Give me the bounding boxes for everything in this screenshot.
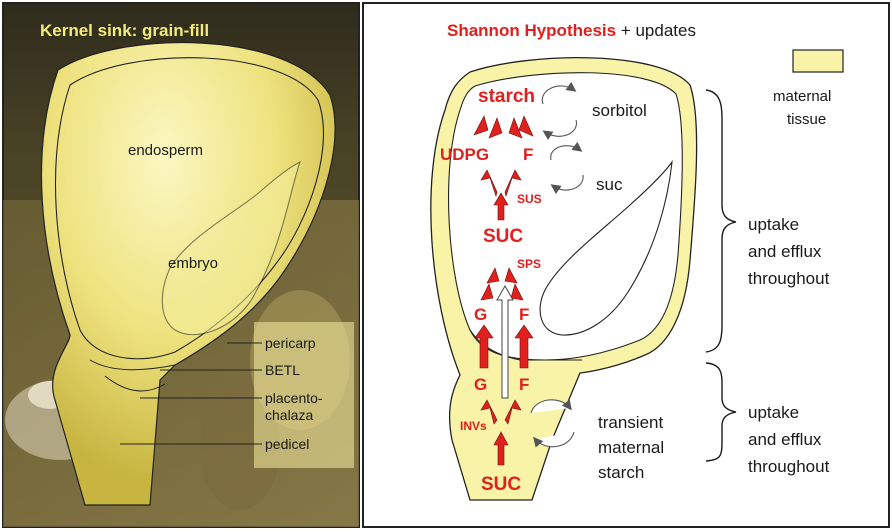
sucrose-transport-arrow bbox=[496, 284, 514, 399]
sorbitol-cycle bbox=[541, 81, 577, 141]
arrow-f-suc-1 bbox=[510, 283, 524, 301]
arrow-suc-udpg bbox=[480, 169, 498, 198]
lower-brace bbox=[705, 362, 737, 462]
f-low-label: F bbox=[519, 375, 529, 394]
arrow-f-starch-2 bbox=[518, 115, 534, 137]
uptake-bottom-line3: throughout bbox=[748, 457, 830, 476]
transient-label-line3: starch bbox=[598, 463, 644, 482]
sorbitol-label: sorbitol bbox=[592, 101, 647, 120]
legend-label-line1: maternal bbox=[773, 88, 831, 105]
left-panel-title: Kernel sink: grain-fill bbox=[40, 21, 209, 40]
transient-label-line2: maternal bbox=[598, 438, 664, 457]
arrow-suc-f-low bbox=[504, 399, 522, 425]
embryo-region bbox=[539, 159, 673, 336]
uptake-top-line3: throughout bbox=[748, 269, 830, 288]
arrow-f-starch-1 bbox=[508, 117, 523, 139]
right-panel-title: Shannon Hypothesis + updates bbox=[447, 21, 696, 40]
suc-cycle-label: suc bbox=[596, 175, 623, 194]
arrow-udpg-starch-1 bbox=[473, 115, 489, 136]
uptake-bottom-line1: uptake bbox=[748, 403, 799, 422]
arrow-g-suc-2 bbox=[486, 267, 500, 284]
f-top-label: F bbox=[523, 145, 533, 164]
transient-cycle bbox=[530, 399, 575, 448]
arrow-suc-g-low bbox=[480, 399, 498, 425]
pathway: starch UDPG F SUS SUC SPS G F G F INVs S… bbox=[440, 86, 542, 495]
g-low-label: G bbox=[474, 375, 487, 394]
sus-label: SUS bbox=[517, 192, 542, 206]
placento-label-line2: chalaza bbox=[265, 407, 313, 423]
left-panel: Kernel sink: grain-fill endosperm embryo… bbox=[2, 2, 360, 528]
g-mid-label: G bbox=[474, 305, 487, 324]
arrow-suc-bottom-up bbox=[493, 431, 509, 466]
suc-bottom-label: SUC bbox=[481, 474, 521, 495]
pathway-arrows bbox=[473, 115, 534, 466]
title-rest: + updates bbox=[616, 21, 696, 40]
label-box bbox=[254, 322, 354, 468]
pericarp-label: pericarp bbox=[265, 335, 316, 351]
right-panel: Shannon Hypothesis + updates maternal ti… bbox=[362, 2, 890, 528]
arrow-g-suc-1 bbox=[480, 283, 494, 301]
pedicel-label: pedicel bbox=[265, 436, 309, 452]
f-mid-label: F bbox=[519, 305, 529, 324]
suc-cycle bbox=[550, 141, 584, 195]
title-highlight: Shannon Hypothesis bbox=[447, 21, 616, 40]
betl-label: BETL bbox=[265, 362, 300, 378]
suc-mid-label: SUC bbox=[483, 226, 523, 247]
udpg-label: UDPG bbox=[440, 145, 489, 164]
sps-label: SPS bbox=[517, 257, 541, 271]
uptake-top-line2: and efflux bbox=[748, 242, 822, 261]
arrow-to-suc-mid bbox=[493, 192, 509, 221]
legend-label-line2: tissue bbox=[787, 111, 826, 128]
arrow-f-transport bbox=[514, 324, 534, 369]
embryo-outline bbox=[161, 160, 301, 336]
legend-swatch bbox=[792, 49, 844, 73]
arrow-f-suc-2 bbox=[504, 267, 518, 284]
uptake-bottom-line2: and efflux bbox=[748, 430, 822, 449]
uptake-top-line1: uptake bbox=[748, 215, 799, 234]
placento-label-line1: placento- bbox=[265, 390, 323, 406]
arrow-g-transport bbox=[474, 324, 494, 369]
arrow-udpg-starch-2 bbox=[488, 117, 503, 139]
arrow-suc-f bbox=[504, 169, 522, 198]
embryo-label: embryo bbox=[168, 255, 218, 272]
transient-label-line1: transient bbox=[598, 413, 663, 432]
upper-brace bbox=[705, 89, 737, 353]
invs-label: INVs bbox=[460, 419, 487, 433]
endosperm-label: endosperm bbox=[128, 142, 203, 159]
starch-label: starch bbox=[478, 86, 535, 107]
